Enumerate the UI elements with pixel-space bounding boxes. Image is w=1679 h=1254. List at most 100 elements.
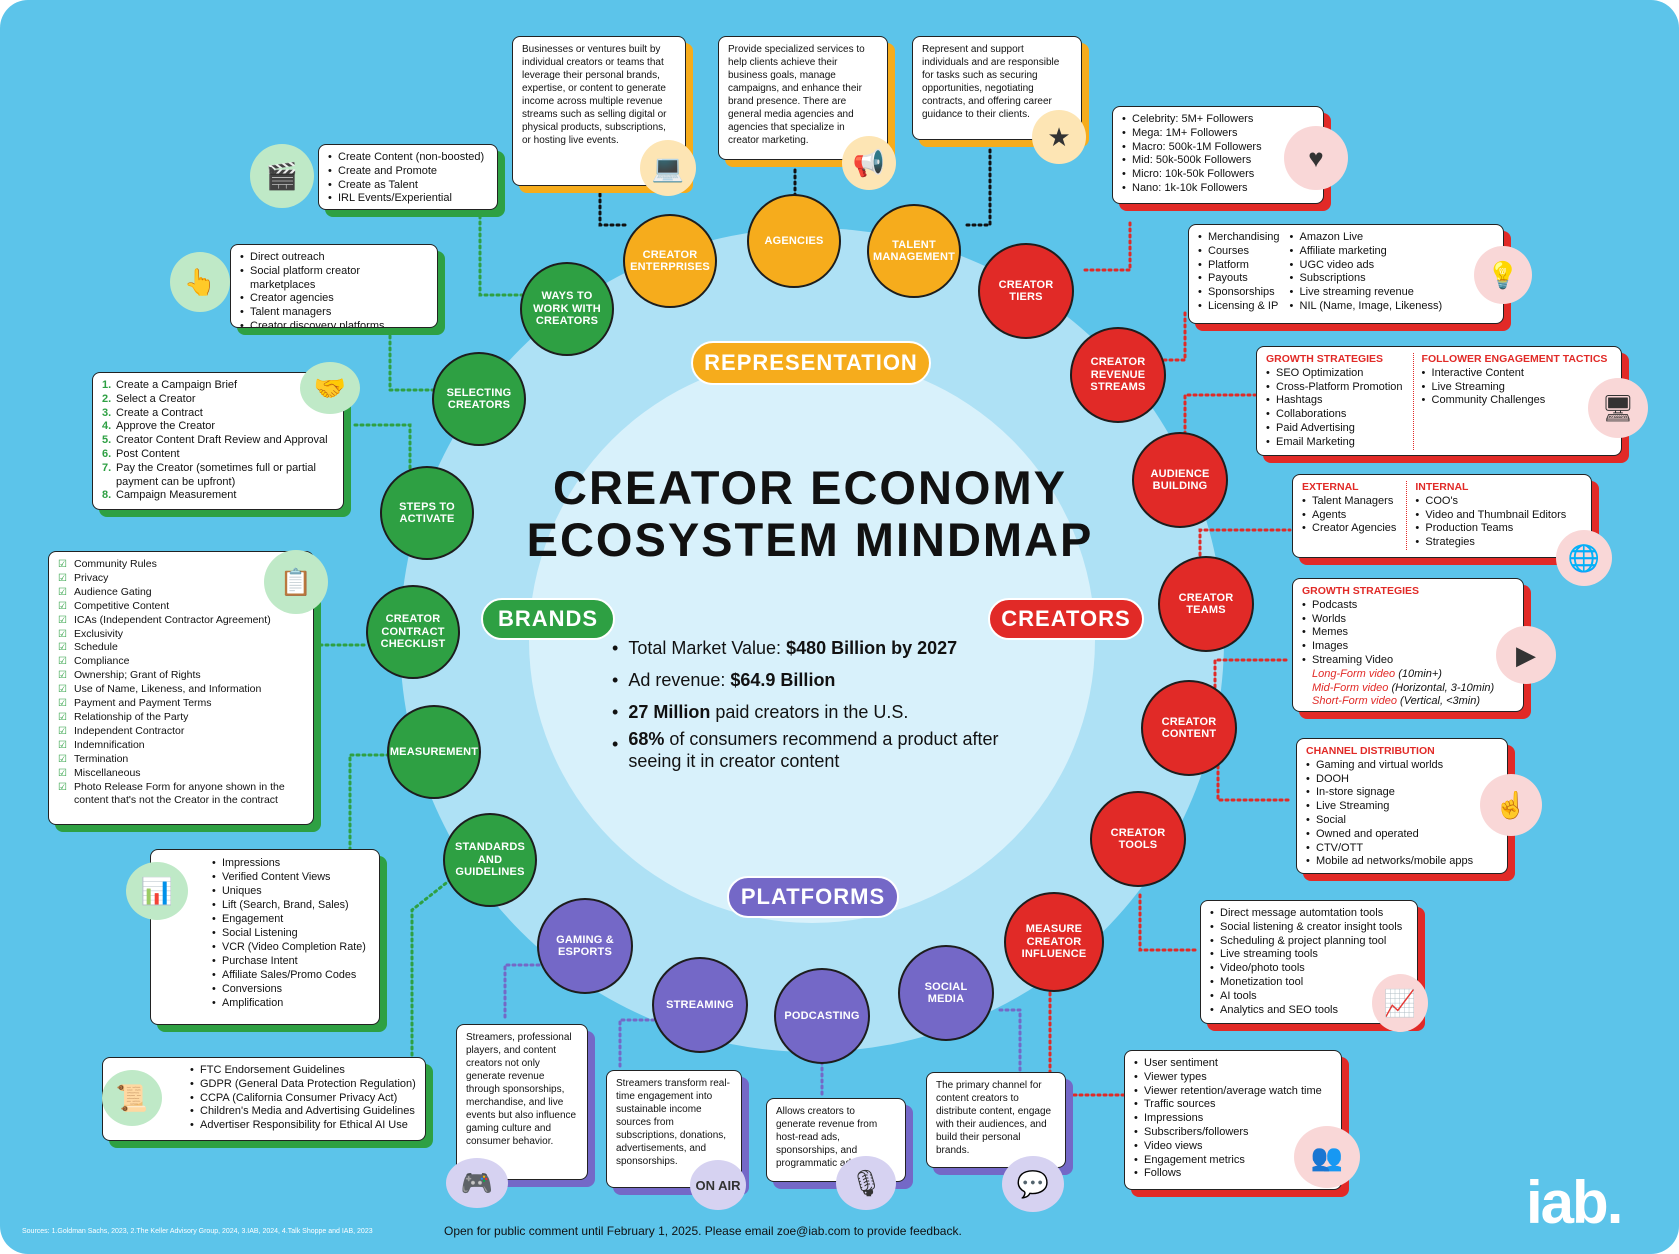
list-item: VCR (Video Completion Rate) [212, 940, 370, 954]
list-item: Viewer types [1134, 1071, 1332, 1085]
stat-label: Ad revenue: [628, 670, 731, 690]
list-item: Talent Managers [1302, 495, 1396, 509]
stat-tail: paid creators in the U.S. [710, 702, 909, 722]
list-right: COO's Video and Thumbnail Editors Produc… [1415, 495, 1566, 550]
columns: Merchandising Courses Platform Payouts S… [1198, 231, 1494, 314]
list: Community Rules Privacy Audience Gating … [58, 558, 304, 808]
section-platforms: PLATFORMS [727, 876, 899, 918]
stat-value: $480 Billion by 2027 [786, 638, 958, 658]
list-item: Cross-Platform Promotion [1266, 381, 1403, 395]
list-item: Platform [1198, 259, 1280, 273]
list-item: 4.Approve the Creator [102, 420, 216, 433]
node-audience-building: Audience Building [1132, 432, 1228, 528]
team-globe-icon: 🌐 [1556, 530, 1612, 586]
right-col: Internal COO's Video and Thumbnail Edito… [1406, 481, 1566, 550]
list-item: Direct message automtation tools [1210, 907, 1408, 921]
box-text: Allows creators to generate revenue from… [776, 1106, 878, 1169]
box-creator-enterprises: Businesses or ventures built by individu… [512, 36, 686, 186]
node-gaming: Gaming & Esports [537, 898, 633, 994]
node-creator-tools: Creator Tools [1090, 791, 1186, 887]
col-header: Growth Strategies [1266, 353, 1384, 365]
list-item: Create Content (non-boosted) [328, 151, 488, 165]
list: FTC Endorsement Guidelines GDPR (General… [112, 1064, 416, 1133]
list-item: Streaming Video [1302, 654, 1514, 668]
col-header: External [1302, 481, 1359, 493]
box-text: Streamers transform real-time engagement… [616, 1078, 730, 1167]
box-social-media: The primary channel for content creators… [926, 1072, 1066, 1168]
columns: External Talent Managers Agents Creator … [1302, 481, 1582, 550]
list-item: Uniques [212, 884, 370, 898]
list-item: Social platform creator marketplaces [240, 265, 428, 293]
list-item: Agents [1302, 509, 1396, 523]
box-talent-management: Represent and support individuals and ar… [912, 36, 1082, 140]
list-item: Live streaming tools [1210, 948, 1408, 962]
node-creator-teams: Creator Teams [1158, 556, 1254, 652]
list-item: Advertiser Responsibility for Ethical AI… [190, 1119, 416, 1133]
audience-monitor-icon: 🖥 [1588, 378, 1648, 438]
section-representation: REPRESENTATION [691, 341, 931, 385]
list-item: Merchandising [1198, 231, 1280, 245]
list-item: Video/photo tools [1210, 962, 1408, 976]
list-item: Live Streaming [1306, 800, 1498, 814]
list-item: Live Streaming [1422, 381, 1608, 395]
node-measure-influence: Measure Creator Influence [1004, 892, 1104, 992]
list-item: Owned and operated [1306, 828, 1498, 842]
gamepad-icon: 🎮 [446, 1158, 508, 1208]
list-left: Merchandising Courses Platform Payouts S… [1198, 231, 1280, 314]
list-item: 3.Create a Contract [102, 406, 203, 419]
list-item: Engagement [212, 912, 370, 926]
list-item: In-store signage [1306, 786, 1498, 800]
right-col: Amazon Live Affiliate marketing UGC vide… [1290, 231, 1443, 314]
list: User sentiment Viewer types Viewer reten… [1134, 1057, 1332, 1181]
list-item: Viewer retention/average watch time [1134, 1085, 1332, 1099]
list-item: Creator discovery platforms [240, 320, 428, 327]
link-standards [410, 878, 452, 1057]
section-brands: BRANDS [481, 598, 615, 640]
link-talent [963, 148, 992, 227]
list-item: Affiliate Sales/Promo Codes [212, 968, 370, 982]
node-creator-tiers: Creator Tiers [978, 243, 1074, 339]
microphone-icon: 🎙 [836, 1156, 896, 1210]
list-item: Competitive Content [58, 600, 304, 614]
list-item: Collaborations [1266, 408, 1403, 422]
list-item: Social [1306, 814, 1498, 828]
title-line-1: CREATOR ECONOMY [553, 461, 1067, 514]
analytics-monitor-icon: 📊 [126, 862, 188, 920]
list-item: Social listening & creator insight tools [1210, 921, 1408, 935]
list-right: Amazon Live Affiliate marketing UGC vide… [1290, 231, 1443, 314]
list-item: Traffic sources [1134, 1098, 1332, 1112]
list-left: Talent Managers Agents Creator Agencies [1302, 495, 1396, 536]
list-item: Create and Promote [328, 165, 488, 179]
node-selecting-creators: Selecting Creators [432, 352, 526, 446]
link-streaming [618, 1018, 662, 1072]
list-item: 6.Post Content [102, 447, 180, 460]
link-gaming [503, 963, 547, 1022]
columns: Growth Strategies SEO Optimization Cross… [1266, 353, 1612, 450]
list-item: Live streaming revenue [1290, 286, 1443, 300]
creator-revenue-icon: 💡 [1474, 246, 1532, 304]
list-item: Monetization tool [1210, 976, 1408, 990]
iab-logo: iab. [1526, 1169, 1623, 1236]
list-item: Affiliate marketing [1290, 245, 1443, 259]
node-revenue-streams: Creator Revenue Streams [1070, 327, 1166, 423]
stat-value: $64.9 Billion [730, 670, 836, 690]
list-item: DOOH [1306, 773, 1498, 787]
list-item: Independent Contractor [58, 725, 304, 739]
list-item: Schedule [58, 641, 304, 655]
list: Direct message automtation tools Social … [1210, 907, 1408, 1017]
list-item: Paid Advertising [1266, 422, 1403, 436]
list-item: Sponsorships [1198, 286, 1280, 300]
list-item: Video and Thumbnail Editors [1415, 509, 1566, 523]
list-item: Verified Content Views [212, 870, 370, 884]
list-item: AI tools [1210, 990, 1408, 1004]
list-item: Compliance [58, 655, 304, 669]
node-contract-checklist: Creator Contract Checklist [366, 585, 460, 679]
node-agencies: Agencies [747, 194, 841, 288]
box-text: Streamers, professional players, and con… [466, 1032, 577, 1147]
list-item: Scheduling & project planning tool [1210, 935, 1408, 949]
left-col: External Talent Managers Agents Creator … [1302, 481, 1396, 550]
stat-value: 68% [628, 729, 665, 749]
link-social [998, 1008, 1022, 1072]
list-item: Engagement metrics [1134, 1154, 1332, 1168]
